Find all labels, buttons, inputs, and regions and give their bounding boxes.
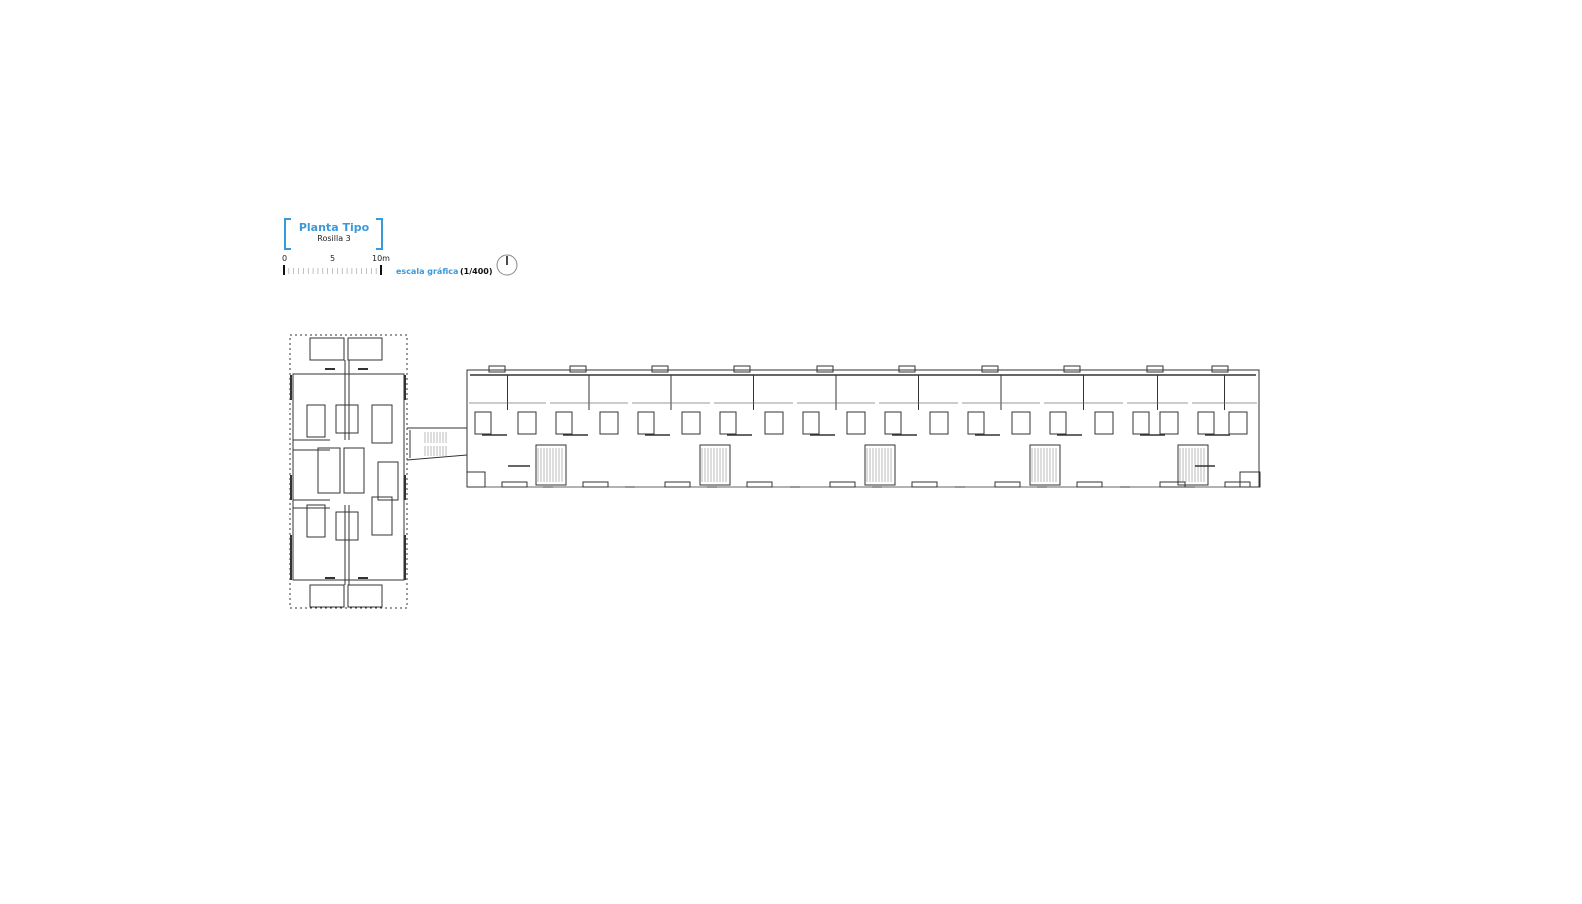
balcony [898, 365, 916, 373]
scale-label-10: 10m [372, 254, 390, 263]
balcony [488, 365, 506, 373]
scale-caption: escala gráfica [396, 267, 459, 276]
room-outline [335, 404, 359, 434]
window [1076, 481, 1103, 488]
window [829, 481, 856, 488]
bathroom [846, 411, 866, 435]
bathroom [637, 411, 655, 435]
balcony [651, 365, 669, 373]
bathroom [764, 411, 784, 435]
tower-block-plan [289, 334, 408, 609]
room-outline [309, 584, 345, 608]
bathroom [802, 411, 820, 435]
terrace [1239, 471, 1261, 488]
bathroom [1228, 411, 1248, 435]
north-arrow-icon [496, 254, 518, 276]
room-outline [335, 511, 359, 541]
balcony [1063, 365, 1081, 373]
stair-core [535, 444, 567, 486]
bathroom [1094, 411, 1114, 435]
plan-title: Planta Tipo [298, 221, 370, 234]
stair-outline [1029, 444, 1061, 486]
stair-core [699, 444, 731, 486]
room-outline [309, 337, 345, 361]
balcony [981, 365, 999, 373]
scale-label-0: 0 [282, 254, 288, 263]
stair-outline [699, 444, 731, 486]
linear-block-plan [466, 365, 1261, 488]
bathroom [967, 411, 985, 435]
scale-ratio: (1/400) [460, 267, 493, 276]
stair-outline [535, 444, 567, 486]
bathroom [555, 411, 573, 435]
title-bracket-right [376, 218, 383, 250]
elevator [377, 461, 399, 501]
stair-outline [1177, 444, 1209, 486]
bathroom [1159, 411, 1179, 435]
bathroom [719, 411, 737, 435]
terrace [466, 471, 486, 488]
bathroom [1132, 411, 1150, 435]
connecting-bridge-plan [406, 427, 468, 461]
room-outline [306, 404, 326, 438]
bathroom [474, 411, 492, 435]
window [1224, 481, 1251, 488]
bathroom [681, 411, 701, 435]
room-outline [371, 496, 393, 536]
stair-core [1029, 444, 1061, 486]
bathroom [1011, 411, 1031, 435]
room-outline [343, 447, 365, 494]
room-outline [347, 584, 383, 608]
balcony [569, 365, 587, 373]
balcony [733, 365, 751, 373]
bathroom [517, 411, 537, 435]
bathroom [599, 411, 619, 435]
scale-bar [283, 265, 382, 275]
bathroom [1049, 411, 1067, 435]
window [746, 481, 773, 488]
bathroom [1197, 411, 1215, 435]
stair-outline [864, 444, 896, 486]
balcony [816, 365, 834, 373]
title-bracket-left [284, 218, 291, 250]
bridge-stair [424, 432, 447, 456]
room-outline [317, 447, 341, 494]
balcony [1146, 365, 1164, 373]
stair-core [864, 444, 896, 486]
bathroom [929, 411, 949, 435]
slab-outline [466, 369, 1260, 488]
plan-subtitle: Rosilla 3 [317, 234, 351, 243]
window [664, 481, 691, 488]
room-outline [371, 404, 393, 444]
wall-line [406, 454, 468, 461]
bathroom [884, 411, 902, 435]
scale-label-5: 5 [330, 254, 336, 263]
window [501, 481, 528, 488]
window [994, 481, 1021, 488]
window [911, 481, 938, 488]
window [582, 481, 609, 488]
stair-core [1177, 444, 1209, 486]
room-outline [347, 337, 383, 361]
room-outline [306, 504, 326, 538]
balcony [1211, 365, 1229, 373]
